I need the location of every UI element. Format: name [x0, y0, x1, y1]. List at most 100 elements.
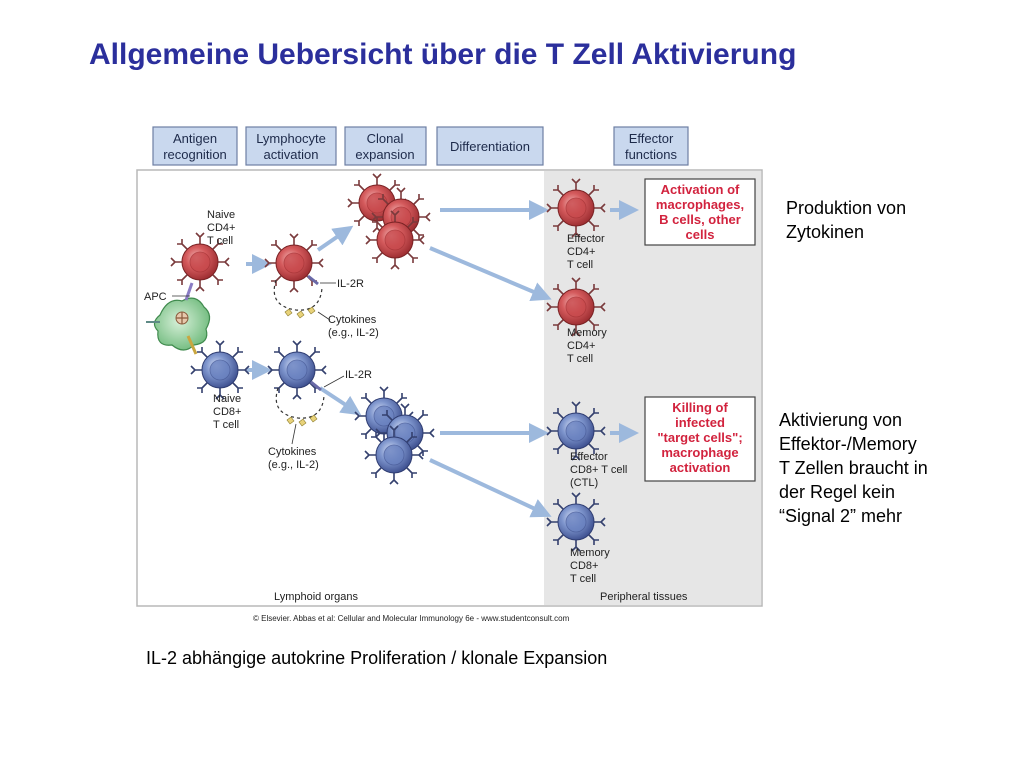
svg-text:Effector: Effector — [567, 233, 605, 245]
svg-text:B cells, other: B cells, other — [659, 212, 741, 227]
stage-label: functions — [625, 147, 678, 162]
effect-text-cd4: cells — [686, 227, 715, 242]
svg-text:Cytokines: Cytokines — [268, 446, 317, 458]
label-cytokines-cd4: Cytokines — [328, 314, 377, 326]
note-line: Aktivierung von — [779, 410, 903, 430]
svg-text:CD8+: CD8+ — [213, 406, 241, 418]
svg-text:Lymphocyte: Lymphocyte — [256, 131, 326, 146]
stage-box-differentiation — [436, 126, 544, 166]
stage-label: Effector — [629, 131, 674, 146]
slide-caption: IL-2 abhängige autokrine Proliferation /… — [146, 648, 608, 668]
svg-text:T cell: T cell — [570, 573, 596, 585]
label-il2r-cd4: IL-2R — [337, 278, 364, 290]
stage-label: activation — [264, 147, 319, 162]
note-line: Effektor-/Memory — [779, 434, 917, 454]
label-memory-cd4: Memory — [567, 327, 607, 339]
stage-label: Lymphocyte — [256, 131, 326, 146]
label-memory-cd8: T cell — [570, 573, 596, 585]
effect-box-cd8 — [644, 396, 756, 482]
svg-text:Cytokines: Cytokines — [328, 314, 377, 326]
svg-text:expansion: expansion — [355, 147, 414, 162]
note-line: T Zellen braucht in — [779, 458, 928, 478]
cytokine-loop-cd8 — [275, 387, 325, 419]
label-memory-cd4: CD4+ — [567, 340, 595, 352]
label-effector-cd4: T cell — [567, 259, 593, 271]
label-lymphoid-organs: Lymphoid organs — [274, 591, 358, 603]
label-naive-cd8: CD8+ — [213, 406, 241, 418]
effect-text-cd8: activation — [670, 460, 731, 475]
svg-text:"target cells";: "target cells"; — [657, 430, 742, 445]
label-naive-cd8: Naive — [213, 393, 241, 405]
label-effector-cd4: CD4+ — [567, 246, 595, 258]
label-il2r-cd8: IL-2R — [345, 369, 372, 381]
svg-text:functions: functions — [625, 147, 678, 162]
label-naive-cd4: Naive — [207, 209, 235, 221]
svg-text:activation: activation — [670, 460, 731, 475]
label-cytokines-cd4: (e.g., IL-2) — [328, 327, 379, 339]
arrow-cd4-activated-to-expansion — [316, 225, 354, 252]
arrow-cd8-expansion-to-memory — [429, 458, 552, 518]
svg-text:recognition: recognition — [163, 147, 227, 162]
svg-text:T cell: T cell — [207, 235, 233, 247]
stage-label: recognition — [163, 147, 227, 162]
note-line: der Regel kein — [779, 482, 896, 502]
stage-box-effector-functions — [613, 126, 689, 166]
label-peripheral-tissues: Peripheral tissues — [600, 591, 688, 603]
svg-text:Memory: Memory — [567, 327, 607, 339]
label-effector-cd4: Effector — [567, 233, 605, 245]
flow-arrows — [246, 200, 639, 518]
note-line: Zytokinen — [786, 222, 865, 242]
il2r-receptors — [307, 274, 322, 392]
stage-boxes: Antigen recognition Lymphocyte activatio… — [152, 126, 689, 166]
svg-text:Naive: Naive — [207, 209, 235, 221]
stage-box-antigen-recognition — [152, 126, 238, 166]
svg-text:Activation of: Activation of — [661, 182, 740, 197]
svg-text:CD8+ T cell: CD8+ T cell — [570, 464, 627, 476]
svg-text:T cell: T cell — [567, 259, 593, 271]
svg-text:Naive: Naive — [213, 393, 241, 405]
label-memory-cd4: T cell — [567, 353, 593, 365]
stage-label: Antigen — [173, 131, 217, 146]
effect-text-cd8: infected — [675, 415, 725, 430]
stage-label: Clonal — [367, 131, 404, 146]
label-effector-cd8: CD8+ T cell — [570, 464, 627, 476]
svg-text:Clonal: Clonal — [367, 131, 404, 146]
effect-text-cd8: Killing of — [672, 400, 728, 415]
svg-text:IL-2R: IL-2R — [337, 278, 364, 290]
label-cytokines-cd8: (e.g., IL-2) — [268, 459, 319, 471]
svg-text:Memory: Memory — [570, 547, 610, 559]
svg-text:© Elsevier. Abbas et al: Cellu: © Elsevier. Abbas et al: Cellular and Mo… — [253, 614, 570, 623]
svg-text:cells: cells — [686, 227, 715, 242]
label-memory-cd8: Memory — [570, 547, 610, 559]
effect-text-cd8: "target cells"; — [657, 430, 742, 445]
svg-text:Antigen: Antigen — [173, 131, 217, 146]
stage-label: expansion — [355, 147, 414, 162]
svg-text:Effector: Effector — [629, 131, 674, 146]
svg-text:Lymphoid organs: Lymphoid organs — [274, 591, 358, 603]
svg-text:CD4+: CD4+ — [567, 246, 595, 258]
effect-text-cd4: Activation of — [661, 182, 740, 197]
svg-text:IL-2R: IL-2R — [345, 369, 372, 381]
note-cytokine-production: Produktion von Zytokinen — [786, 196, 906, 244]
note-line: “Signal 2” mehr — [779, 506, 903, 526]
leader-lines — [172, 282, 345, 445]
figure-credit: © Elsevier. Abbas et al: Cellular and Mo… — [253, 614, 570, 623]
effect-text-cd8: macrophage — [661, 445, 738, 460]
effect-text-cd4: B cells, other — [659, 212, 741, 227]
label-apc: APC — [144, 291, 167, 303]
svg-text:(CTL): (CTL) — [570, 477, 598, 489]
cytokine-particles — [284, 306, 318, 427]
svg-text:CD4+: CD4+ — [207, 222, 235, 234]
label-cytokines-cd8: Cytokines — [268, 446, 317, 458]
stage-label: Differentiation — [450, 139, 530, 154]
svg-text:APC: APC — [144, 291, 167, 303]
svg-text:activation: activation — [264, 147, 319, 162]
apc-cell — [146, 282, 211, 355]
svg-text:CD4+: CD4+ — [567, 340, 595, 352]
effect-text-cd4: macrophages, — [656, 197, 744, 212]
svg-text:(e.g., IL-2): (e.g., IL-2) — [268, 459, 319, 471]
svg-text:Effector: Effector — [570, 451, 608, 463]
arrow-cd4-expansion-to-memory — [429, 246, 552, 301]
arrow-cd8-activated-to-expansion — [318, 386, 362, 416]
